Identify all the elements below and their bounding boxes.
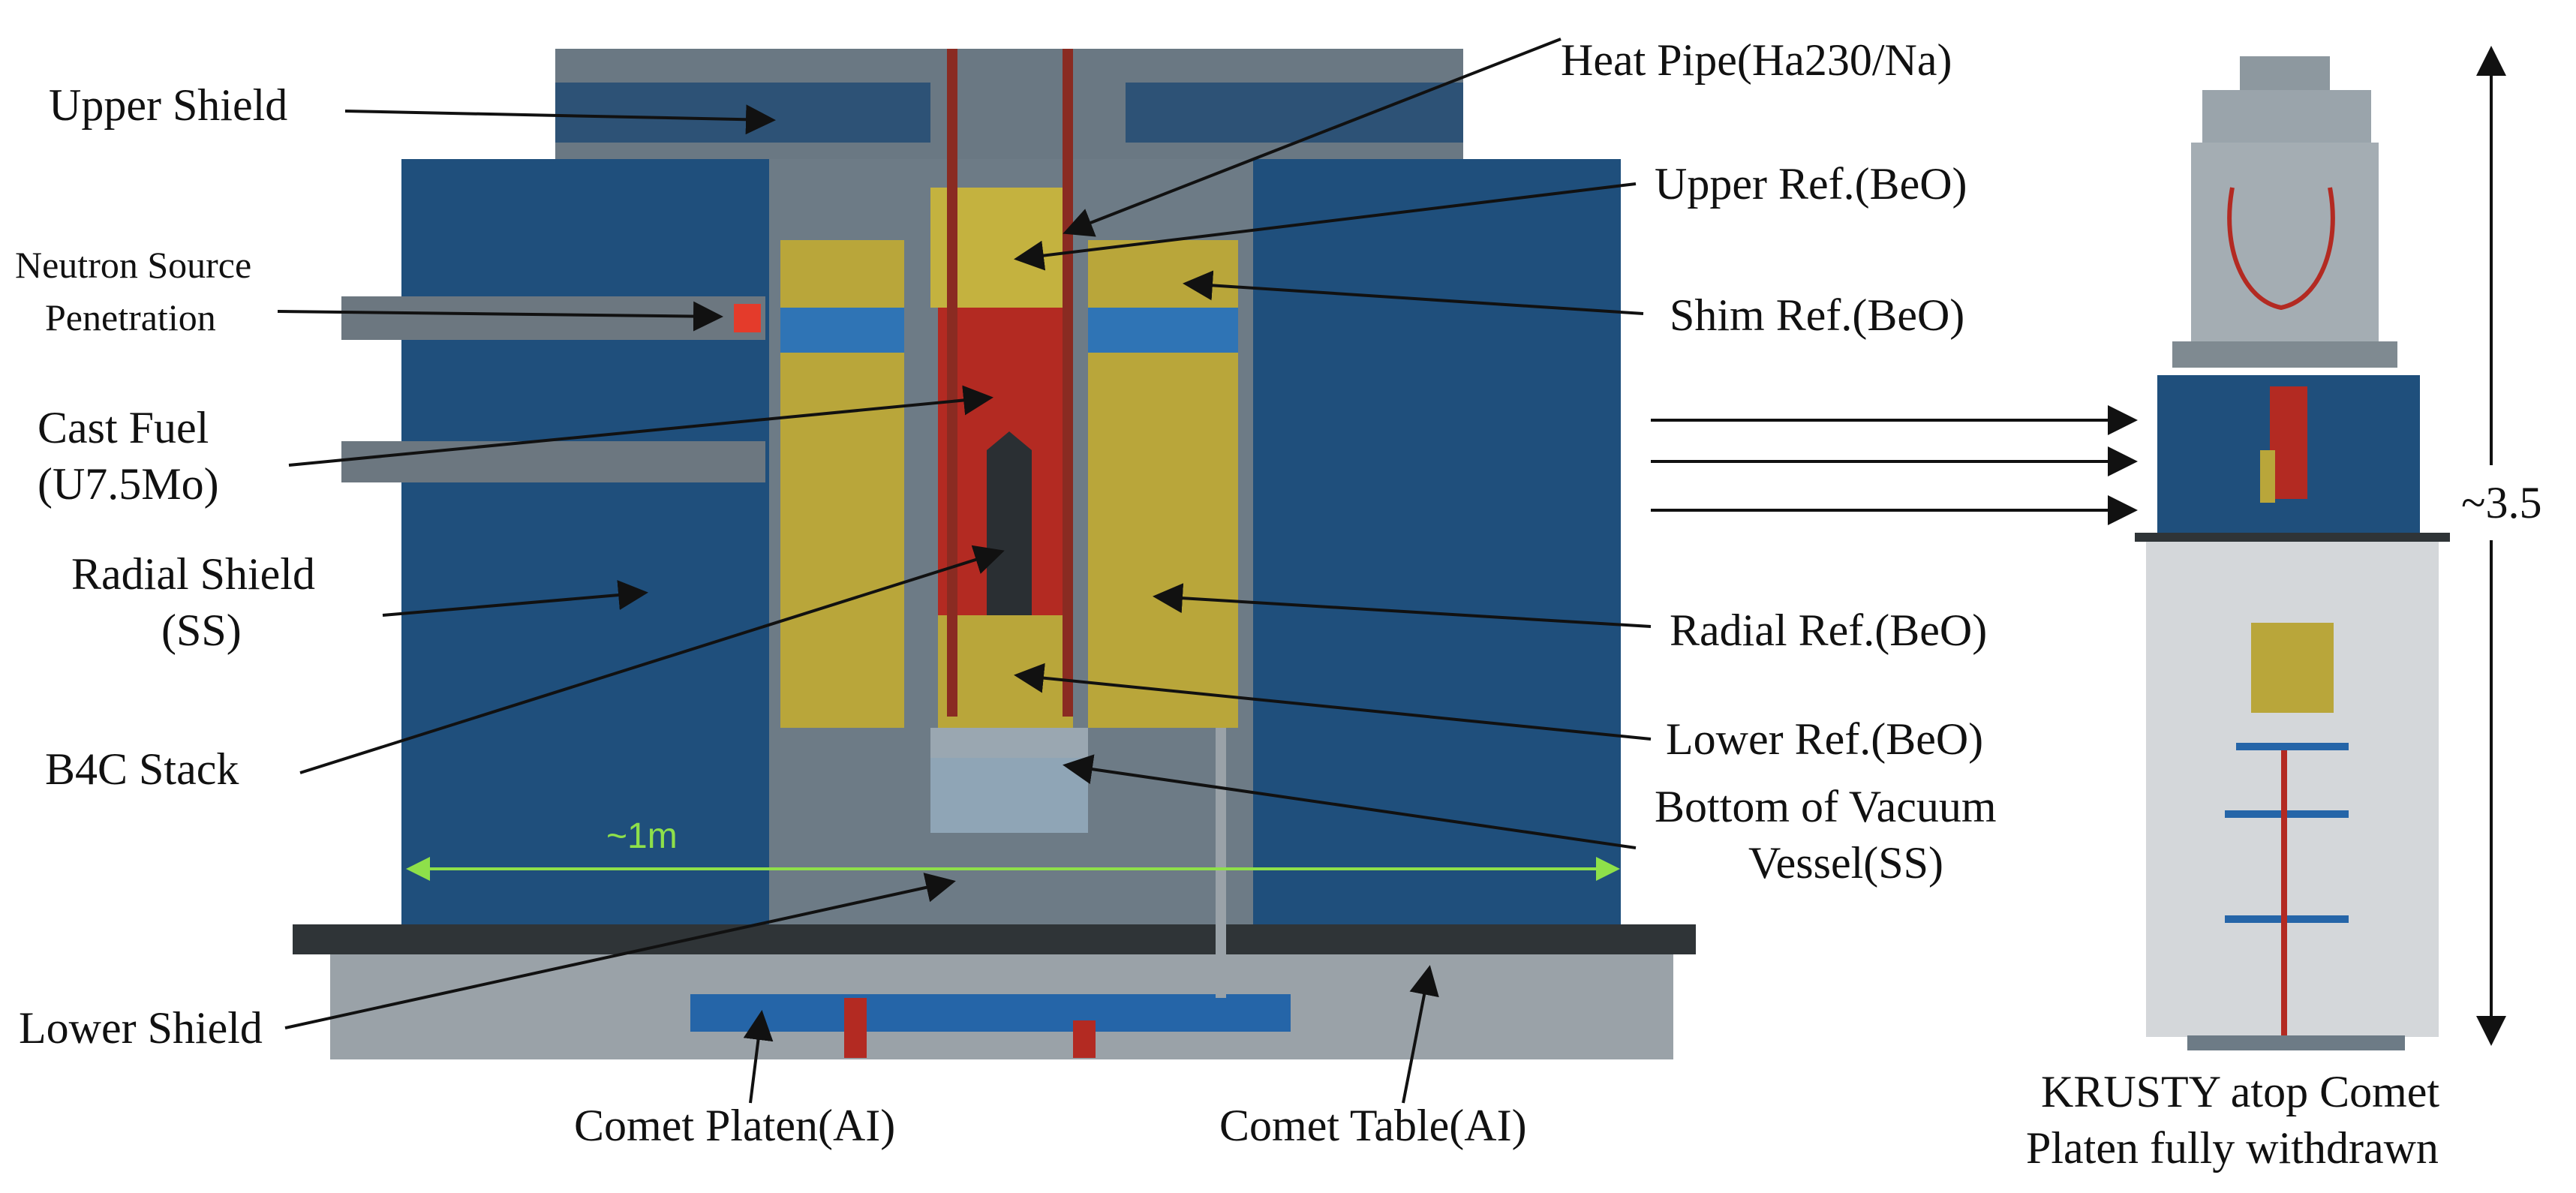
neutron-source-penetration bbox=[341, 296, 765, 340]
width-dimension-label: ~1m bbox=[606, 816, 678, 856]
label-radial-ref: Radial Ref.(BeO) bbox=[1670, 606, 1987, 655]
leader-lines bbox=[277, 38, 1652, 1104]
shim-reflector-right bbox=[1088, 240, 1238, 308]
label-bottom-vessel-line2: Vessel(SS) bbox=[1748, 838, 1943, 888]
label-upper-ref: Upper Ref.(BeO) bbox=[1655, 159, 1967, 209]
krusty-assembly bbox=[2135, 56, 2450, 1050]
label-neutron-source-line1: Neutron Source bbox=[15, 244, 251, 286]
label-radial-shield-line1: Radial Shield bbox=[71, 549, 315, 599]
vacuum-vessel-bottom bbox=[930, 728, 1088, 758]
label-upper-shield: Upper Shield bbox=[49, 80, 287, 130]
label-shim-ref: Shim Ref.(BeO) bbox=[1670, 290, 1964, 340]
lower-reflector bbox=[938, 615, 1073, 728]
radial-shield-right bbox=[1253, 159, 1621, 924]
label-cast-fuel-line2: (U7.5Mo) bbox=[38, 459, 219, 509]
caption-line1: KRUSTY atop Comet bbox=[2041, 1067, 2439, 1116]
label-neutron-source-line2: Penetration bbox=[45, 296, 216, 338]
shim-reflector-left bbox=[780, 240, 904, 308]
label-cast-fuel-line1: Cast Fuel bbox=[38, 403, 209, 452]
label-radial-shield-line2: (SS) bbox=[161, 606, 242, 655]
height-dimension-label: ~3.5 bbox=[2461, 478, 2541, 527]
label-lower-shield: Lower Shield bbox=[19, 1003, 263, 1053]
reactor-cutaway: ~1m bbox=[293, 49, 1696, 1059]
label-comet-table: Comet Table(AI) bbox=[1219, 1101, 1527, 1150]
caption-line2: Platen fully withdrawn bbox=[2026, 1123, 2439, 1173]
heat-pipe-right bbox=[1063, 49, 1073, 717]
label-lower-ref: Lower Ref.(BeO) bbox=[1666, 714, 1983, 764]
b4c-stack bbox=[987, 450, 1032, 623]
label-bottom-vessel-line1: Bottom of Vacuum bbox=[1655, 782, 1997, 831]
label-comet-platen: Comet Platen(AI) bbox=[574, 1101, 895, 1150]
label-heat-pipe: Heat Pipe(Ha230/Na) bbox=[1561, 35, 1952, 85]
radial-reflector-right bbox=[1088, 353, 1238, 728]
comet-platen bbox=[690, 994, 1291, 1032]
labels: Upper Shield Neutron Source Penetration … bbox=[15, 35, 2439, 1173]
heat-pipe-left bbox=[947, 49, 957, 717]
label-b4c-stack: B4C Stack bbox=[45, 744, 239, 794]
radial-shield-left bbox=[401, 159, 769, 924]
height-dimension: ~3.5 bbox=[2461, 46, 2541, 1046]
lower-shield-table bbox=[293, 924, 1696, 954]
transition-arrows bbox=[1651, 405, 2138, 525]
